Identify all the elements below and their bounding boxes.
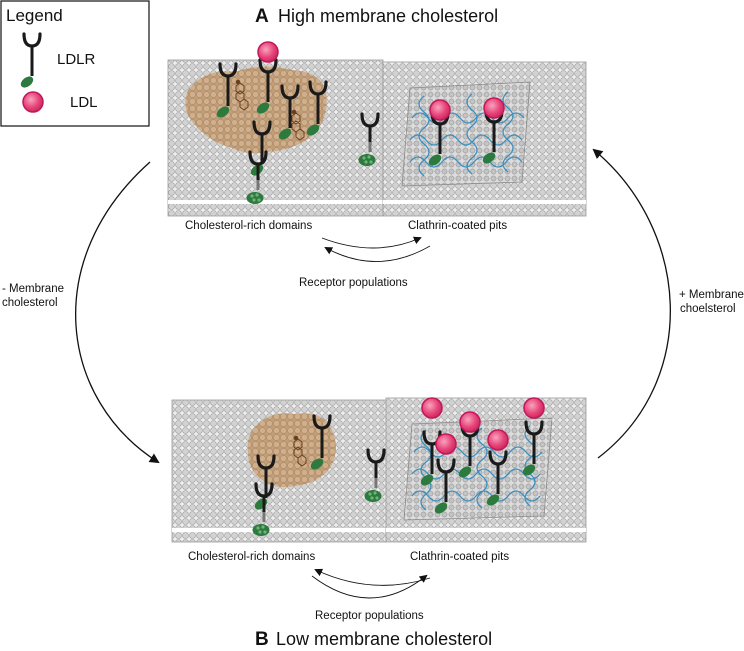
- arrow-to-high-cholesterol: [592, 148, 671, 459]
- panel-b-cholesterol-molecules: [293, 435, 307, 467]
- right-transition-line2: choelsterol: [680, 303, 736, 315]
- panel-b-populations-label: Receptor populations: [315, 610, 424, 622]
- panel-a-pit-label: Clathrin-coated pits: [408, 220, 507, 232]
- panel-b-arrow-to-domains: [314, 568, 431, 586]
- arrow-to-low-cholesterol: [75, 161, 160, 464]
- panel-a-free-ldl: [257, 41, 279, 63]
- panel-a-clathrin-pit: [401, 81, 531, 187]
- left-transition-line2: cholesterol: [2, 297, 58, 309]
- left-transition-label: - Membrane cholesterol: [2, 283, 64, 309]
- legend-ldl-icon: [22, 91, 44, 113]
- legend-ldlr-label: LDLR: [57, 51, 96, 68]
- panel-b-pit-label: Clathrin-coated pits: [410, 551, 509, 563]
- panel-a-cholesterol-molecules: [235, 79, 305, 141]
- panel-b-title: Low membrane cholesterol: [276, 629, 492, 649]
- legend-title: Legend: [6, 6, 63, 25]
- panel-a-arrow-to-domains: [324, 245, 431, 262]
- right-transition-label: + Membrane choelsterol: [679, 289, 744, 315]
- panel-b-arrow-to-pits: [311, 574, 428, 599]
- panel-a-cholesterol-domain: [185, 66, 327, 154]
- panel-a-domain-label: Cholesterol-rich domains: [185, 220, 312, 232]
- panel-a-populations-label: Receptor populations: [299, 277, 408, 289]
- panel-b-domain-label: Cholesterol-rich domains: [188, 551, 315, 563]
- panel-b: Cholesterol-rich domains Clathrin-coated…: [171, 397, 587, 650]
- panel-a-letter: A: [255, 6, 269, 27]
- legend-ldl-label: LDL: [70, 94, 98, 111]
- left-transition-line1: - Membrane: [2, 283, 64, 295]
- panel-a-title: High membrane cholesterol: [278, 6, 498, 26]
- panel-b-letter: B: [255, 629, 269, 650]
- legend: Legend LDLR LDL: [0, 0, 150, 127]
- panel-a: A High membrane cholesterol: [167, 6, 587, 289]
- right-transition-line1: + Membrane: [679, 289, 744, 301]
- panel-a-arrow-to-pits: [321, 236, 422, 249]
